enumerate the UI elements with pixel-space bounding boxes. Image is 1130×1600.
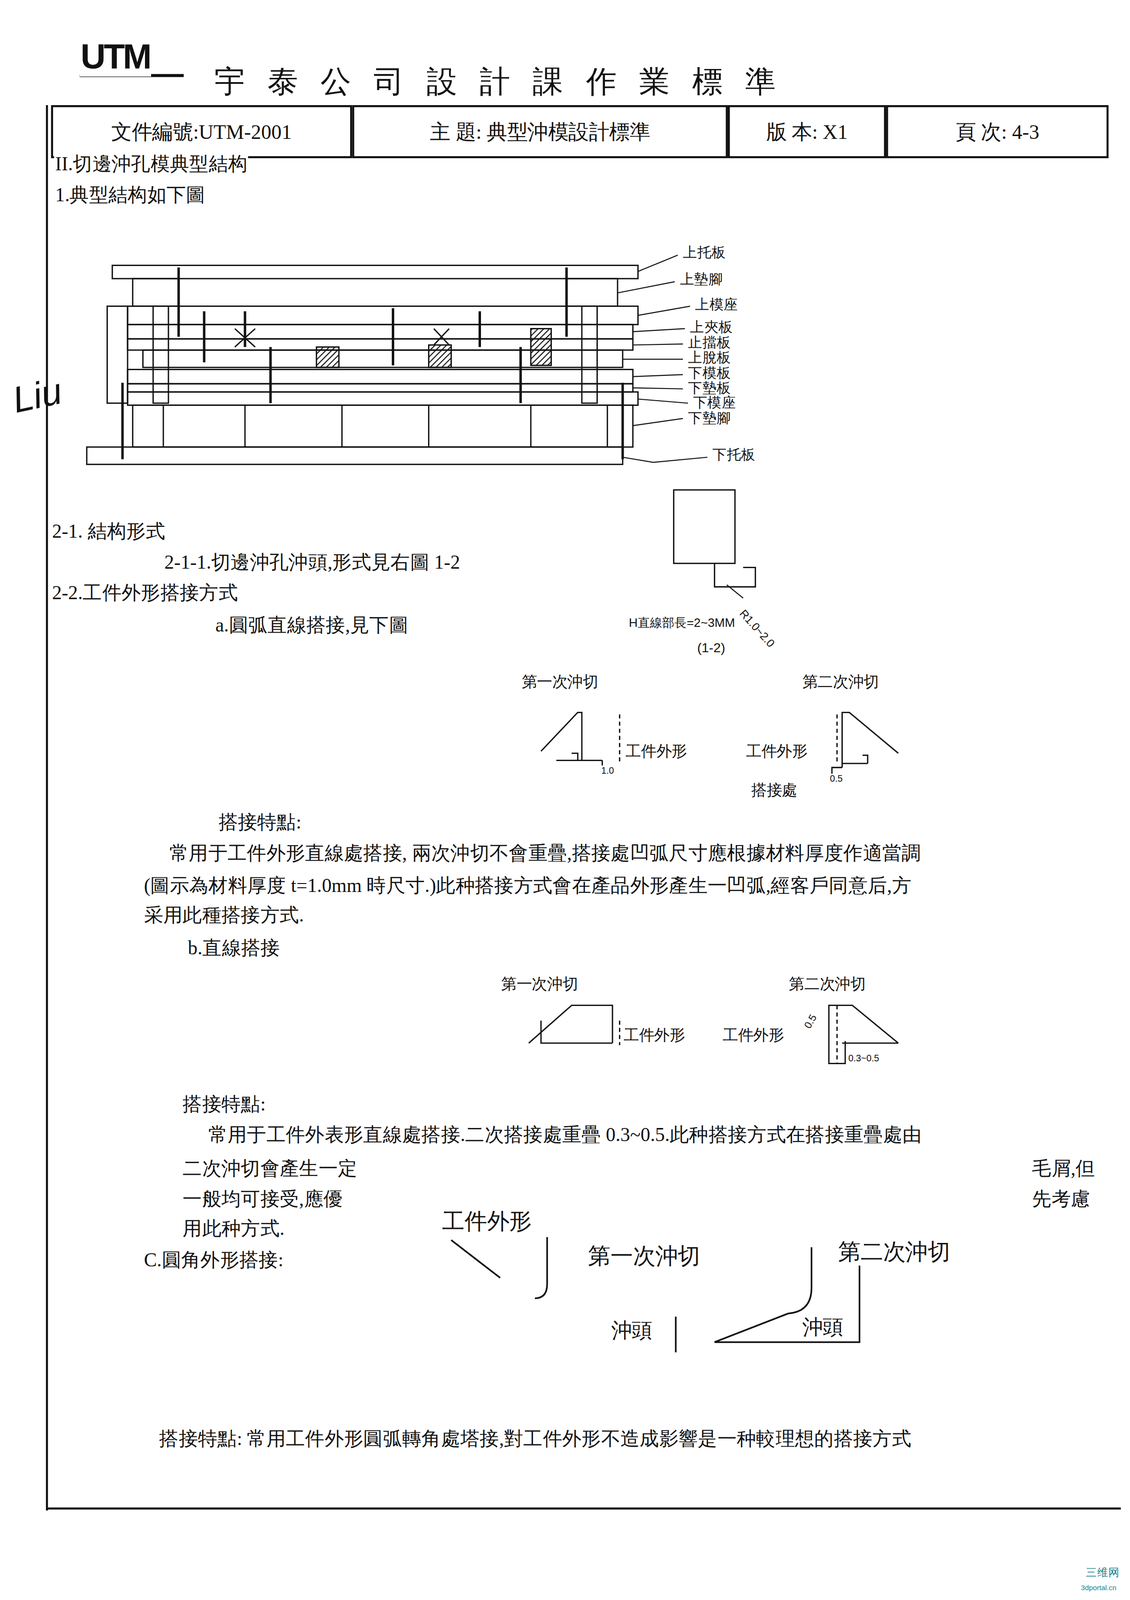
part-name: 上脫板 <box>687 350 733 367</box>
figure-number: (1-2) <box>696 641 727 657</box>
die-assembly <box>86 265 639 465</box>
dimension: H直線部長=2~3MM <box>627 616 737 631</box>
logo: UTM <box>79 36 152 77</box>
figure-label: 工件外形 <box>622 1026 687 1045</box>
header-text: 頁 次: 4-3 <box>955 117 1040 146</box>
heading: a.圓弧直線搭接,見下圖 <box>214 614 410 637</box>
watermark: 三维网 <box>1084 1565 1121 1579</box>
figure-label: 工件外形 <box>441 1208 534 1235</box>
header-text: 文件編號:UTM-2001 <box>111 117 292 146</box>
page-title: 宇泰公司設計課作業標準 <box>214 61 799 104</box>
text-line: (圖示為材料厚度 t=1.0mm 時尺寸.)此种搭接方式會在產品外形產生一凹弧,… <box>143 874 913 898</box>
heading: C.圓角外形搭接: <box>143 1249 285 1273</box>
header-text: 主 題: 典型沖模設計標準 <box>429 117 650 146</box>
dimension: 0.5 <box>828 773 844 785</box>
overlap-figure-b <box>528 1005 899 1064</box>
part-name: 上模座 <box>694 297 740 314</box>
figure-label: 沖頭 <box>610 1318 654 1343</box>
header-cell: 版 本: X1 <box>727 105 886 159</box>
text-line: 采用此種搭接方式. <box>143 904 306 927</box>
dimension: 1.0 <box>600 765 616 777</box>
watermark: 3dportal.cn <box>1079 1584 1118 1593</box>
dimension: 0.3~0.5 <box>847 1053 880 1065</box>
part-name: 上墊腳 <box>679 271 725 289</box>
header-text: 版 本: X1 <box>766 117 848 146</box>
text-line: 先考慮 <box>1030 1188 1092 1211</box>
text-line: 一般均可接受,應優 <box>181 1188 344 1211</box>
overlap-figure-c <box>450 1236 860 1353</box>
header-cell: 頁 次: 4-3 <box>885 105 1109 159</box>
text-line: 二次沖切會產生一定 <box>181 1157 359 1181</box>
figure-label: 工件外形 <box>624 743 688 762</box>
text-line: 毛屑,但 <box>1030 1157 1097 1181</box>
figure-label: 第二次沖切 <box>837 1239 952 1266</box>
heading: 搭接特點: <box>181 1093 267 1116</box>
figure-label: 第一次沖切 <box>587 1243 702 1269</box>
heading: b.直線搭接 <box>186 937 282 960</box>
heading: 2-2.工件外形搭接方式 <box>51 581 239 605</box>
part-name: 上夾板 <box>688 319 734 336</box>
part-name: 下墊腳 <box>687 410 733 427</box>
punch-figure <box>673 489 756 599</box>
text-line: 常用于工件外表形直線處搭接.二次搭接處重疊 0.3~0.5.此种搭接方式在搭接重… <box>207 1123 924 1147</box>
text-line: 2-1-1.切邊沖孔沖頭,形式見右圖 1-2 <box>163 551 462 574</box>
dimension: 0.5 <box>801 1011 820 1032</box>
header-cell: 文件編號:UTM-2001 <box>51 105 353 159</box>
part-name: 下模板 <box>687 365 733 382</box>
dimension: R1.0~2.0 <box>736 606 779 651</box>
figure-label: 第一次沖切 <box>500 976 579 994</box>
text-line: 搭接特點: 常用工件外形圓弧轉角處塔接,對工件外形不造成影響是一种較理想的搭接方… <box>158 1427 913 1451</box>
figure-label: 第二次沖切 <box>801 673 880 692</box>
handwriting: Liu <box>7 369 67 422</box>
heading: 1.典型結构如下圖 <box>53 183 207 207</box>
part-name: 下模座 <box>692 395 738 412</box>
header-cell: 主 題: 典型沖模設計標準 <box>351 105 728 159</box>
part-name: 上托板 <box>681 244 727 262</box>
figure-label: 第二次沖切 <box>787 976 867 994</box>
figure-label: 沖頭 <box>801 1315 845 1340</box>
part-name: 下托板 <box>711 447 757 464</box>
text-line: 常用于工件外形直線處搭接, 兩次沖切不會重疊,搭接處凹弧尺寸應根據材料厚度作適當… <box>168 842 923 865</box>
text-line: 用此种方式. <box>181 1217 286 1241</box>
page-frame <box>46 75 1121 1511</box>
heading: 搭接特點: <box>217 811 303 834</box>
overlap-figure-a <box>541 712 899 778</box>
figure-label: 工件外形 <box>721 1026 786 1045</box>
section-heading: II.切邊沖孔模典型結构 <box>53 152 249 176</box>
heading: 2-1. 結构形式 <box>51 520 167 543</box>
figure-label: 搭接處 <box>750 781 799 800</box>
figure-label: 工件外形 <box>745 743 809 762</box>
figure-label: 第一次沖切 <box>520 673 599 692</box>
part-name: 止擋板 <box>687 334 733 352</box>
